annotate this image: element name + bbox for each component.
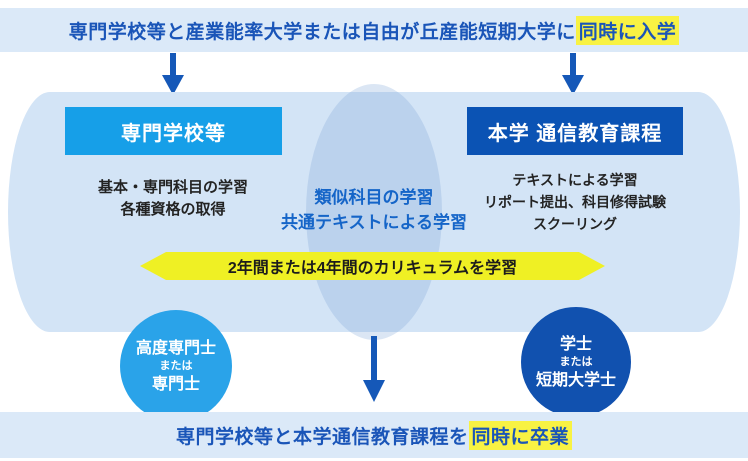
university-degree-circle: 学士 または 短期大学士 (521, 307, 631, 417)
bottom-banner-text: 専門学校等と本学通信教育課程を (175, 426, 469, 448)
shared-detail-line: 共通テキストによる学習 (281, 213, 467, 232)
top-banner: 専門学校等と産業能率大学または自由が丘産能短期大学に同時に入学 (0, 8, 748, 52)
university-degree-line2: または (559, 355, 593, 368)
university-detail-line: テキストによる学習 (512, 172, 638, 188)
university-title: 本学 通信教育課程 (487, 122, 663, 145)
school-detail-line: 各種資格の取得 (120, 201, 226, 218)
down-arrow-left-icon (159, 53, 187, 100)
shared-subjects-lens (306, 84, 442, 340)
university-details: テキストによる学習 リポート提出、科目修得試験 スクーリング (455, 169, 695, 235)
duration-ribbon-label: 2年間または4年間のカリキュラムを学習 (227, 260, 518, 277)
school-degree-line2: または (159, 359, 193, 372)
school-details: 基本・専門科目の学習 各種資格の取得 (63, 177, 283, 221)
down-arrow-graduate-icon (360, 336, 388, 407)
shared-details: 類似科目の学習 共通テキストによる学習 (254, 185, 494, 235)
university-detail-line: リポート提出、科目修得試験 (484, 194, 666, 210)
school-degree-circle: 高度専門士 または 専門士 (120, 310, 232, 422)
down-arrow-right-icon (559, 53, 587, 100)
school-degree-line1: 高度専門士 (135, 339, 216, 357)
school-degree-line3: 専門士 (151, 375, 200, 393)
top-banner-highlight: 同時に入学 (575, 15, 680, 45)
university-title-box: 本学 通信教育課程 (467, 107, 683, 155)
university-degree-line1: 学士 (559, 335, 592, 353)
shared-detail-line: 類似科目の学習 (314, 188, 434, 207)
school-detail-line: 基本・専門科目の学習 (97, 179, 248, 196)
school-title-box: 専門学校等 (65, 107, 282, 155)
university-detail-line: スクーリング (533, 216, 617, 232)
school-title: 専門学校等 (121, 122, 226, 145)
top-banner-text: 専門学校等と産業能率大学または自由が丘産能短期大学に (68, 21, 576, 43)
bottom-banner-highlight: 同時に卒業 (468, 420, 573, 450)
bottom-banner: 専門学校等と本学通信教育課程を同時に卒業 (0, 412, 748, 458)
university-degree-line3: 短期大学士 (535, 371, 616, 389)
duration-ribbon: 2年間または4年間のカリキュラムを学習 (140, 252, 605, 280)
